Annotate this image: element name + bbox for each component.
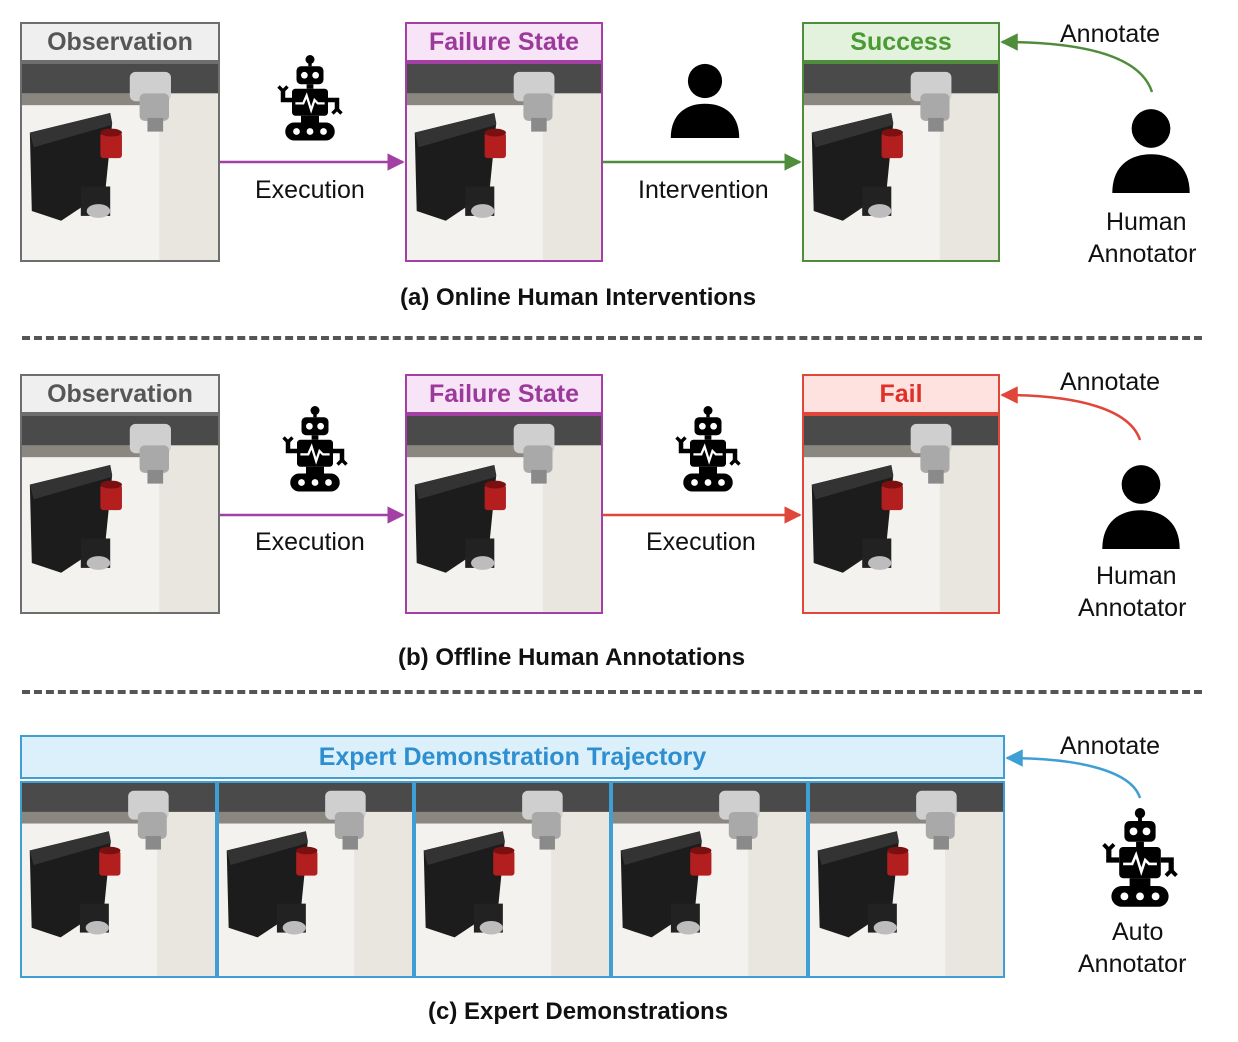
intervention-label-a: Intervention — [638, 176, 769, 204]
observation-image-b — [20, 414, 220, 614]
annotator-name-b: Human — [1096, 562, 1177, 590]
observation-header-b: Observation — [20, 374, 220, 414]
trajectory-frame-4 — [611, 781, 808, 978]
caption-a: (a) Online Human Interventions — [400, 284, 757, 311]
divider — [22, 690, 1202, 694]
success-image-a — [802, 62, 1000, 262]
trajectory-header: Expert Demonstration Trajectory — [20, 735, 1005, 779]
failure-state-header-b: Failure State — [405, 374, 603, 414]
trajectory-frame-2 — [217, 781, 414, 978]
annotator-name-c: Auto — [1112, 918, 1164, 946]
arrows-b — [220, 386, 1142, 524]
annotate-arrow-a — [1000, 33, 1154, 93]
annotate-label-b: Annotate — [1060, 368, 1161, 396]
annotate-arrow-b — [1000, 386, 1142, 441]
robot-icon — [1096, 808, 1184, 912]
annotate-label-c: Annotate — [1060, 732, 1161, 760]
annotate-arrow-c — [1005, 749, 1142, 799]
annotate-label-a: Annotate — [1060, 20, 1161, 48]
annotator-role-a: Annotator — [1088, 240, 1197, 268]
caption-b: (b) Offline Human Annotations — [398, 644, 746, 671]
annotator-role-c: Annotator — [1078, 950, 1187, 978]
failure-state-image-b — [405, 414, 603, 614]
caption-c: (c) Expert Demonstrations — [428, 998, 729, 1025]
observation-image-a — [20, 62, 220, 262]
annotator-role-b: Annotator — [1078, 594, 1187, 622]
divider — [22, 336, 1202, 340]
observation-header-a: Observation — [20, 22, 220, 62]
execution-label-a: Execution — [255, 176, 365, 204]
execution-label-b1: Execution — [255, 528, 365, 556]
trajectory-frame-1 — [20, 781, 217, 978]
trajectory-frame-5 — [808, 781, 1005, 978]
failure-state-header-a: Failure State — [405, 22, 603, 62]
annotator-name-a: Human — [1106, 208, 1187, 236]
trajectory-frame-3 — [414, 781, 611, 978]
success-header-a: Success — [802, 22, 1000, 62]
failure-state-image-a — [405, 62, 603, 262]
arrows-c — [1005, 749, 1142, 799]
arrows-a — [220, 33, 1154, 171]
fail-image-b — [802, 414, 1000, 614]
execution-label-b2: Execution — [646, 528, 756, 556]
fail-header-b: Fail — [802, 374, 1000, 414]
